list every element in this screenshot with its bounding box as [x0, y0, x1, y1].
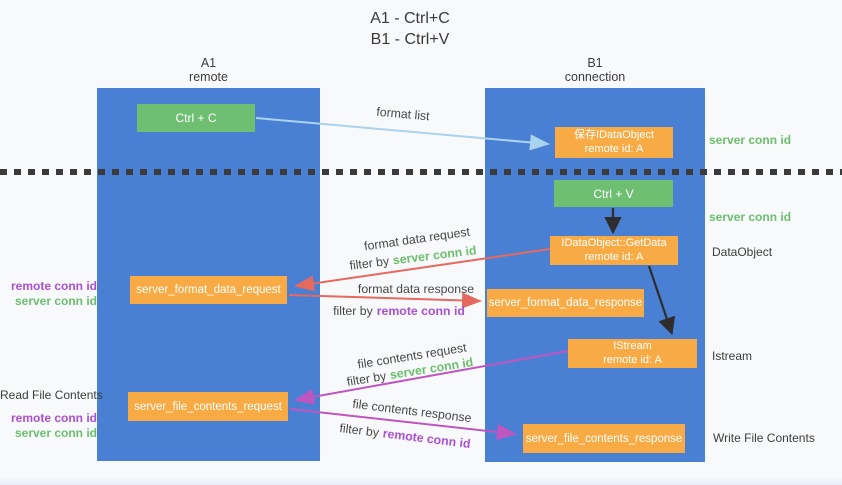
column-header-b1: B1 connection [485, 56, 705, 84]
annotation-read-file-contents: Read File Contents [0, 388, 103, 402]
node-server-file-contents-request: server_file_contents_request [128, 392, 288, 421]
node-getdata-title: IDataObject::GetData [561, 237, 667, 249]
annotation-conn-ids-format: remote conn id server conn id [0, 279, 97, 308]
bottom-edge-strip [0, 477, 842, 485]
node-idataobject-getdata: IDataObject::GetData remote id: A [550, 236, 678, 265]
filter-by-text: filter by [333, 304, 373, 318]
server-conn-id-text: server conn id [14, 293, 97, 308]
remote-conn-id-text: remote conn id [382, 426, 472, 451]
label-format-list: format list [375, 104, 431, 124]
remote-conn-id-text: remote conn id [10, 411, 97, 425]
machine-boundary-dotted-line [0, 169, 842, 175]
server-conn-id-text: server conn id [14, 425, 97, 440]
diagram-title: A1 - Ctrl+C B1 - Ctrl+V [0, 8, 820, 50]
node-ctrl-v: Ctrl + V [554, 180, 673, 207]
title-line-ctrl-c: A1 - Ctrl+C [370, 10, 450, 27]
node-istream: IStream remote id: A [568, 339, 697, 368]
node-istream-title: IStream [613, 340, 652, 352]
node-save-idataobject: 保存IDataObject remote id: A [555, 127, 673, 158]
label-file-contents-response: file contents response [351, 396, 473, 426]
node-save-idataobject-remote-id: remote id: A [584, 142, 644, 155]
node-server-file-contents-response: server_file_contents_response [523, 424, 685, 453]
filter-by-text: filter by [338, 421, 380, 440]
remote-conn-id-text: remote conn id [376, 304, 465, 318]
annotation-server-conn-id-top: server conn id [709, 133, 792, 147]
annotation-conn-ids-file: remote conn id server conn id [0, 411, 97, 440]
annotation-dataobject: DataObject [712, 245, 773, 259]
remote-conn-id-text: remote conn id [10, 279, 97, 293]
filter-by-text: filter by [348, 254, 390, 273]
column-a1-name: A1 [200, 56, 217, 70]
node-getdata-remote-id: remote id: A [584, 250, 644, 263]
node-ctrl-c: Ctrl + C [137, 104, 255, 132]
node-istream-remote-id: remote id: A [603, 353, 662, 366]
annotation-istream: Istream [712, 349, 753, 363]
column-b1-name: B1 [587, 56, 603, 70]
node-server-format-data-request: server_format_data_request [130, 276, 287, 304]
annotation-write-file-contents: Write File Contents [713, 431, 815, 445]
column-header-a1: A1 remote [97, 56, 320, 84]
label-format-data-response: format data response [357, 282, 475, 296]
column-b1-role: connection [564, 70, 626, 84]
title-line-ctrl-v: B1 - Ctrl+V [370, 31, 450, 48]
filter-by-text: filter by [345, 368, 388, 389]
node-save-idataobject-title: 保存IDataObject [573, 129, 655, 141]
node-server-format-data-response: server_format_data_response [487, 289, 644, 317]
annotation-server-conn-id-mid: server conn id [709, 210, 792, 224]
column-a1-role: remote [189, 70, 228, 84]
